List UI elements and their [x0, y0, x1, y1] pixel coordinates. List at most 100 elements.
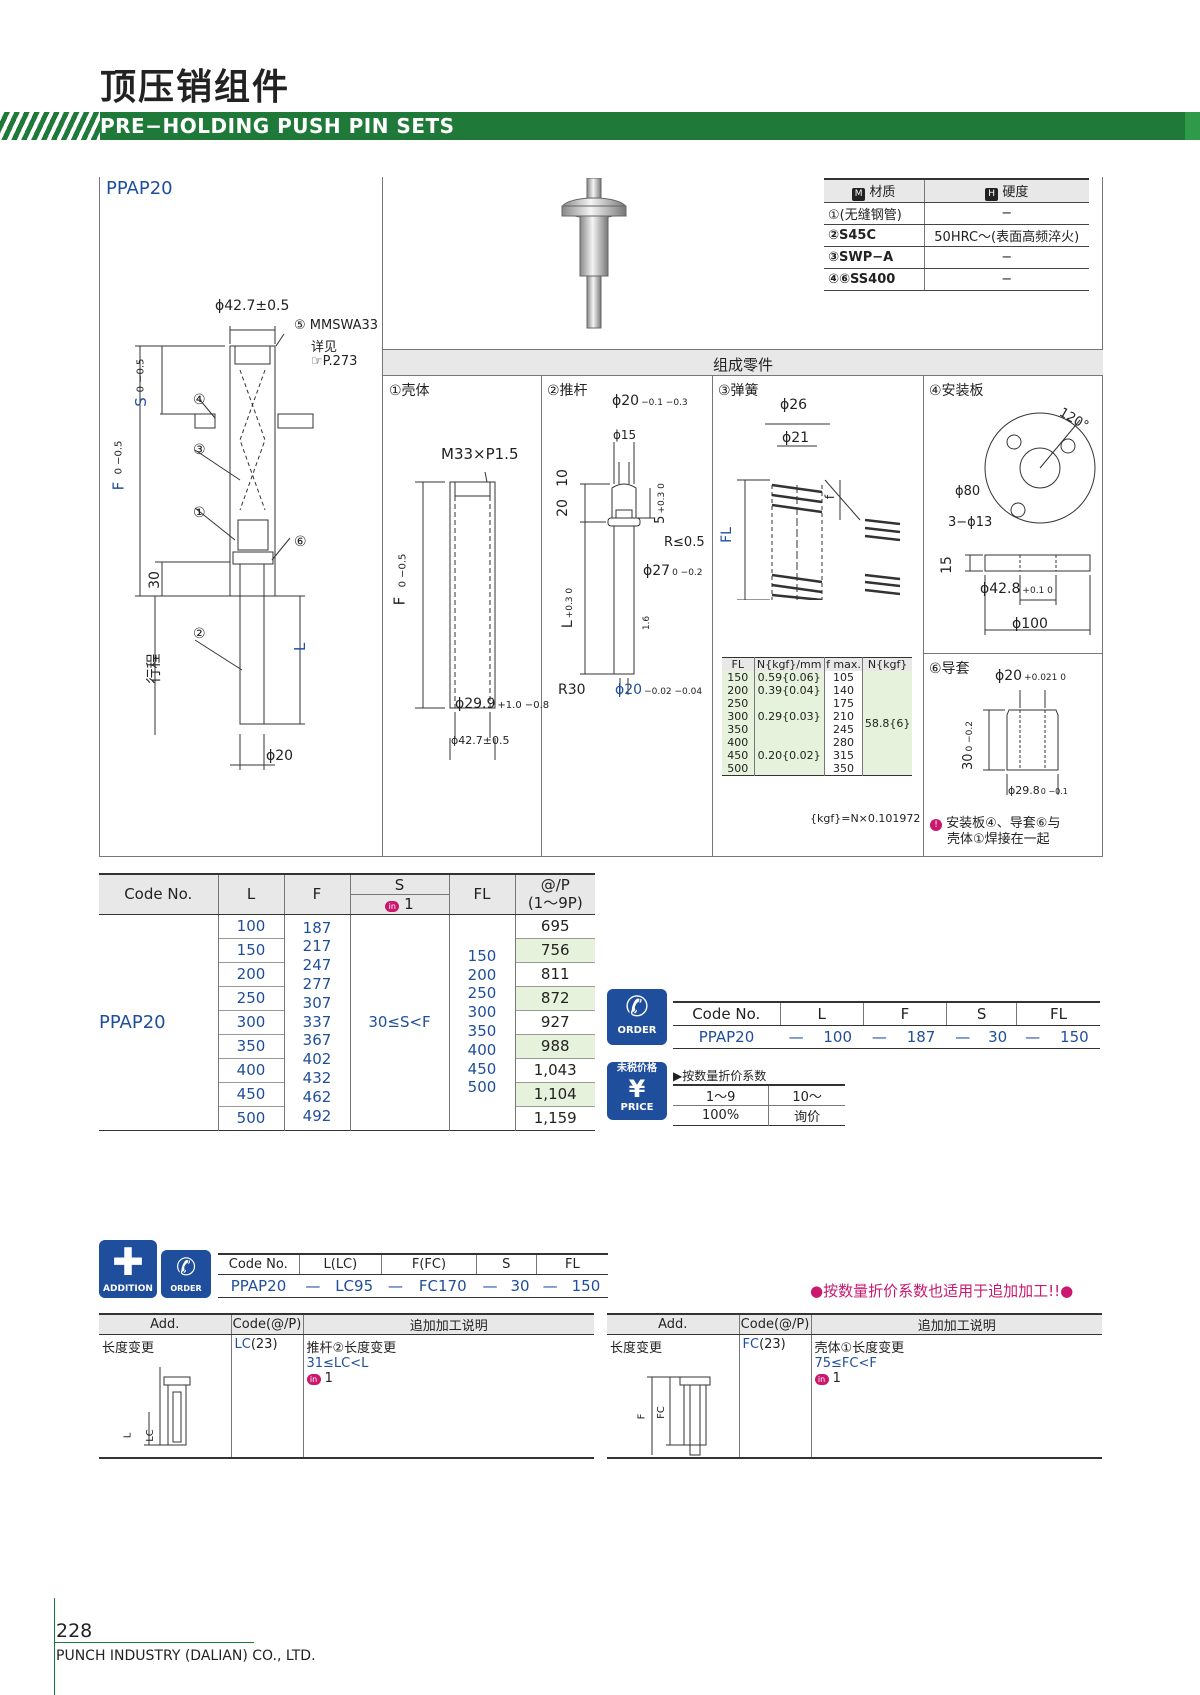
order-col-code: Code No. [673, 1002, 781, 1026]
pin-r05: R≤0.5 [664, 535, 705, 550]
product-code-label: PPAP20 [106, 178, 173, 199]
pin-dim20: 20 [554, 499, 571, 517]
qty-cell: 10～ [792, 1090, 822, 1105]
plate-d80: ϕ80 [955, 484, 981, 499]
h-icon: H [985, 188, 999, 201]
phone-icon: ✆ [625, 990, 649, 1023]
hardness-value: − [924, 202, 1089, 225]
order-col-f: F [863, 1002, 948, 1026]
callout-4: ④ [193, 392, 206, 408]
material-row: ④⑥SS400 [824, 268, 925, 291]
assembly-stroke: 行程 [144, 653, 163, 684]
spring-col-load: N{kgf} [867, 658, 908, 671]
spring-col-rate: N{kgf}/mm [754, 657, 825, 671]
order-col-l: L [780, 1002, 864, 1026]
order-value: 150 [1060, 1028, 1089, 1046]
addition-value: 30 [510, 1277, 530, 1295]
pointing-hand-icon: ☞ [311, 354, 323, 369]
spring-note: {kgf}=N×0.101972 [810, 812, 921, 825]
order-badge: ✆ ORDER [607, 989, 667, 1045]
spring-rate-cell: 0.59{0.06} [754, 671, 825, 684]
callout-2: ② [193, 626, 206, 642]
addition-col-f: F(FC) [381, 1254, 477, 1275]
warning-icon: ! [930, 819, 942, 831]
shell-shorten-diagram [647, 1376, 711, 1456]
addition-value: FC170 [418, 1277, 467, 1295]
add-col-add: Add. [607, 1314, 739, 1335]
pin-drawing [550, 400, 710, 700]
order-sep: — [788, 1028, 804, 1046]
addition-sep: — [388, 1277, 404, 1295]
hardness-col-header: H 硬度 [924, 179, 1089, 203]
guide-drawing [965, 680, 1075, 800]
spring-fl: FL [718, 527, 735, 543]
addition-col-s: S [476, 1254, 537, 1275]
pin-label: ②推杆 [547, 383, 588, 399]
price-badge: 未税价格 ¥ PRICE [607, 1062, 667, 1120]
addition-value: PPAP20 [230, 1277, 287, 1295]
pin-shorten-diagram [144, 1367, 191, 1446]
spring-d21: ϕ21 [782, 430, 810, 446]
plus-icon: ✚ [112, 1240, 144, 1284]
addition-sep: — [305, 1277, 321, 1295]
page-number: 228 [56, 1620, 93, 1642]
addition-value: 150 [571, 1277, 601, 1295]
add-right-code-cell: FC(23) [738, 1334, 811, 1458]
callout-6: ⑥ [294, 534, 307, 550]
spring-load-cell: 58.8{6} [862, 671, 912, 776]
shell-drawing [395, 460, 535, 760]
spring-rate-cell: 0.29{0.03} [754, 697, 825, 736]
footer-rule-v [54, 1598, 55, 1695]
spring-fl-cell: 450 [722, 749, 755, 762]
title-banner [0, 112, 1200, 140]
pin-dim5: 5+0.3 0 [652, 483, 668, 524]
addition-sep: — [542, 1277, 558, 1295]
page-subtitle: PRE−HOLDING PUSH PIN SETS [100, 114, 455, 138]
spring-fmax-cell: 280 [824, 736, 864, 749]
spring-fmax-cell: 175 [824, 697, 864, 710]
addition-order-badge: ✆ ORDER [161, 1250, 211, 1298]
spec-col-price: @/P(1～9P) [514, 874, 595, 915]
callout-3: ③ [193, 442, 206, 458]
addition-table-left: Add.Code(@/P)追加加工说明 长度变更 L LC LC(23) 推杆②… [99, 1313, 594, 1459]
assembly-note5b: 详见 [311, 340, 338, 355]
assembly-s-tol: 0 −0.5 [135, 358, 147, 393]
add-left-name-cell: 长度变更 L LC [99, 1335, 231, 1459]
spring-fmax-cell: 210 [824, 710, 864, 723]
frame-divider-h2 [923, 653, 1103, 654]
shell-f: F [390, 596, 409, 606]
yen-icon: ¥ [628, 1075, 646, 1103]
assembly-s-label: S [131, 397, 150, 407]
rate-cell: 询价 [794, 1110, 821, 1125]
plate-drawing [940, 400, 1100, 640]
hardness-value: 50HRC～(表面高频淬火) [924, 224, 1089, 247]
shell-thread: M33×P1.5 [441, 445, 519, 463]
guide-h30: 300 −0.2 [961, 721, 976, 770]
order-value: 187 [906, 1028, 936, 1046]
assembly-l-label: L [291, 642, 310, 652]
plate-d42: ϕ42.8+0.1 0 [980, 581, 1053, 597]
in-icon: in [306, 1374, 321, 1385]
spec-col-f: F [283, 874, 350, 915]
material-row: ③SWP−A [824, 246, 925, 269]
assembly-dim30: 30 [146, 571, 163, 589]
order-col-fl: FL [1016, 1002, 1100, 1026]
hardness-value: − [924, 268, 1089, 291]
in-icon: in [385, 900, 400, 912]
spring-fl-cell: 350 [722, 723, 755, 736]
pin-d15: ϕ15 [613, 428, 637, 442]
spec-s-cell: 30≤S<F [349, 914, 449, 1130]
spring-fl-cell: 250 [722, 697, 755, 710]
price-box-title: ▶按数量折价系数 [673, 1069, 767, 1083]
hardness-value: − [924, 246, 1089, 269]
addition-table-right: Add.Code(@/P)追加加工说明 长度变更 F FC FC(23) 壳体①… [607, 1313, 1102, 1459]
add-col-desc: 追加加工说明 [302, 1314, 594, 1335]
